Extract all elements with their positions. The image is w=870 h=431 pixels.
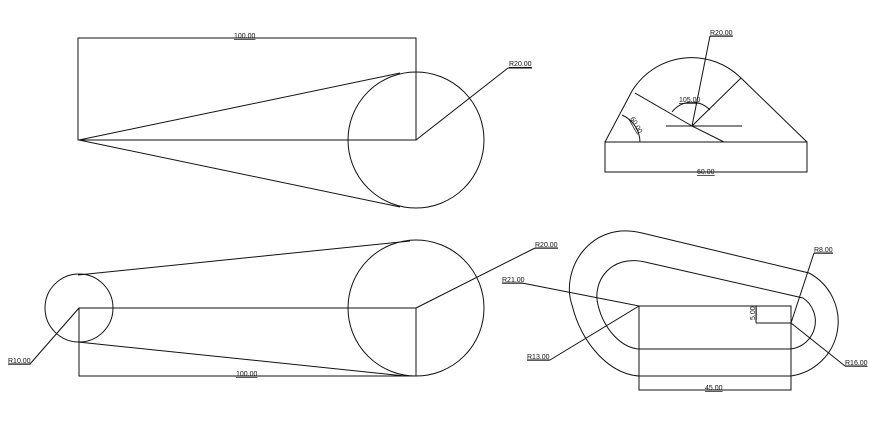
inner-left-radius-label: R13.00: [527, 354, 550, 361]
rectangle-shape: [77, 37, 417, 141]
angle-arc-side: [621, 114, 641, 143]
angle-ray-right: [691, 77, 742, 127]
right-large-radius-label: R16.00: [845, 360, 868, 367]
step-dimension-label: 5.00: [750, 306, 757, 320]
radius-leader: [415, 67, 509, 141]
radius-label: R20.00: [710, 30, 733, 37]
base-rectangle: [638, 305, 792, 391]
right-small-radius-label: R8.00: [814, 247, 833, 254]
radius-label: R20.00: [509, 61, 532, 68]
base-width-label: 45.00: [705, 385, 723, 392]
r8-leader: [790, 252, 815, 324]
belt-line-upper: [77, 240, 411, 276]
base-width-label: 60.00: [697, 169, 715, 176]
rectangle-shape: [78, 307, 417, 377]
angle-arc-top: [671, 101, 711, 113]
outer-left-radius-label: R21.00: [502, 277, 525, 284]
view-bottom-left: R10.00 R20.00 100.00: [8, 239, 558, 378]
arch-outline: [604, 57, 808, 143]
r16-leader: [790, 322, 846, 367]
belt-line-lower: [77, 341, 406, 377]
length-dimension-label: 100.00: [236, 371, 258, 378]
angle-ray-lower: [691, 125, 725, 143]
outer-loop: [568, 230, 839, 377]
angle-top-label: 105.00: [679, 97, 701, 104]
view-top-right: R20.00 105.00 60.00 60.00: [604, 30, 808, 176]
width-dimension-label: 100.00: [234, 33, 256, 40]
large-radius-leader: [415, 247, 536, 309]
tangent-line-upper: [78, 72, 401, 141]
angle-side-label: 60.00: [628, 116, 643, 135]
inner-loop: [596, 260, 816, 350]
tangent-line-lower: [78, 139, 401, 208]
view-top-left: 100.00 R20.00: [77, 33, 532, 209]
large-radius-label: R20.00: [535, 242, 558, 249]
angle-ray-left: [634, 92, 693, 127]
r21-leader: [521, 282, 640, 307]
r13-leader: [549, 305, 640, 361]
large-circle: [347, 239, 485, 377]
small-radius-leader: [29, 307, 80, 365]
radius-leader: [691, 35, 711, 127]
base-block: [604, 141, 808, 173]
small-radius-label: R10.00: [8, 358, 31, 365]
circle-shape: [347, 71, 485, 209]
view-bottom-right: R21.00 R13.00 R8.00 R16.00 5.00 45.00: [502, 230, 868, 392]
